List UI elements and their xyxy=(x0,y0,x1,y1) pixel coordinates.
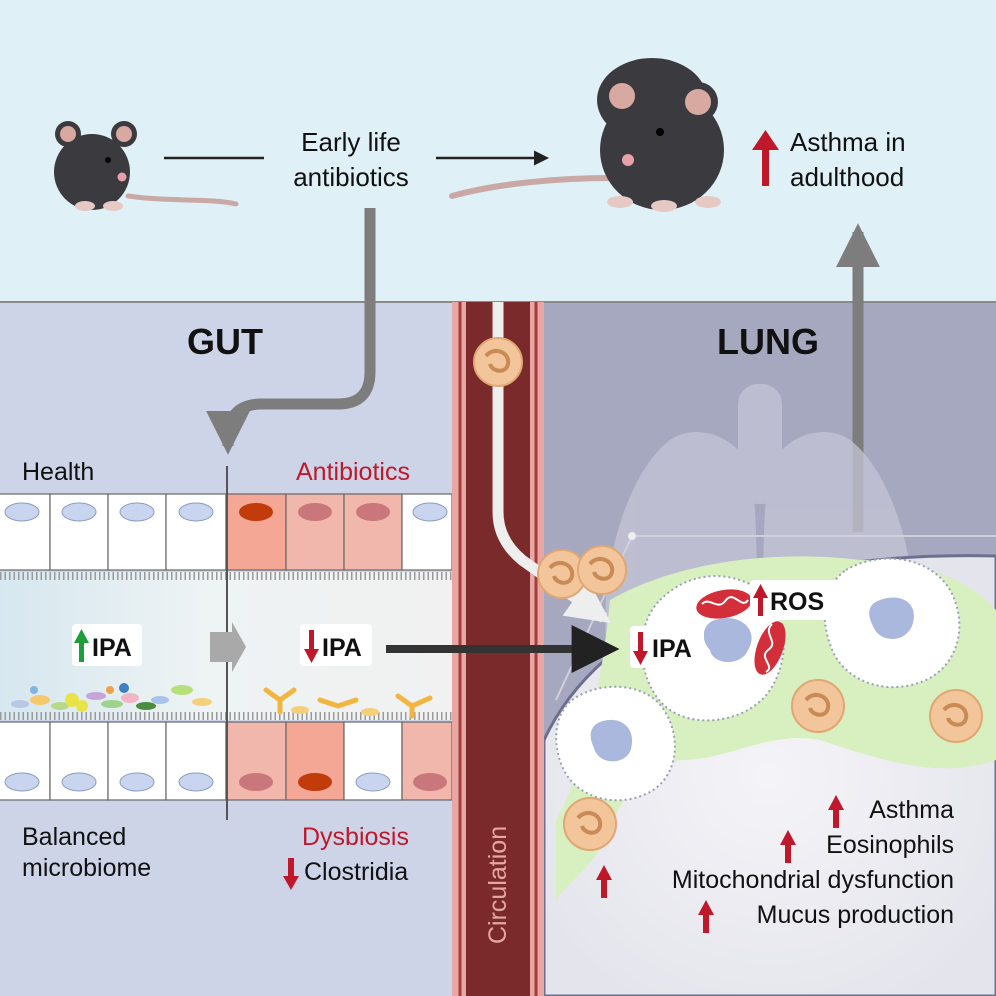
effect-increase-arrow-icon xyxy=(698,900,714,933)
balanced-line2: microbiome xyxy=(22,854,151,882)
eosinophil-cell-icon xyxy=(537,549,587,599)
ipa-antibiotics-label: IPA xyxy=(322,634,362,662)
effect-mitochondrial-dysfunction: Mitochondrial dysfunction xyxy=(672,866,954,894)
eosinophil-cell-icon xyxy=(791,679,845,733)
mitochondrion-icon xyxy=(696,589,752,619)
ipa-lung-decrease-arrow-icon xyxy=(633,632,648,665)
ipa-lung-label: IPA xyxy=(652,635,692,663)
dysbiosis-bacteria-icon xyxy=(263,687,433,719)
ipa-antibiotics-box xyxy=(300,624,372,666)
ros-box xyxy=(750,580,840,620)
macrophage-cell-icon xyxy=(555,685,676,802)
eosinophil-cell-icon xyxy=(473,337,523,387)
young-mouse-icon xyxy=(54,121,239,211)
ros-increase-arrow-icon xyxy=(753,584,768,616)
mitochondrion-icon xyxy=(754,621,786,675)
ipa-lung-box xyxy=(630,626,704,668)
ipa-flow-arrow-icon xyxy=(210,622,246,672)
macrophage-cell-icon xyxy=(640,575,785,722)
effect-increase-arrow-icon xyxy=(828,795,844,828)
eosinophil-migration-path xyxy=(492,302,612,624)
ipa-health-label: IPA xyxy=(92,634,132,662)
antibiotics-to-gut-arrow xyxy=(206,208,376,455)
circulation-label: Circulation xyxy=(484,826,512,944)
ros-label: ROS xyxy=(770,588,824,616)
adult-mouse-icon xyxy=(449,58,724,212)
ipa-decrease-arrow-icon xyxy=(304,630,319,663)
effect-eosinophils: Eosinophils xyxy=(826,831,954,859)
intervention-line1: Early life xyxy=(301,127,401,157)
outcome-line2: adulthood xyxy=(790,162,904,192)
balanced-microbiome-icon xyxy=(11,683,212,712)
clostridia-decrease-arrow-icon xyxy=(283,858,299,890)
antibiotics-label: Antibiotics xyxy=(296,458,410,486)
eosinophil-cell-icon xyxy=(563,797,617,851)
balanced-line1: Balanced xyxy=(22,823,126,851)
ipa-health-box xyxy=(72,624,142,666)
sky-panel xyxy=(0,0,996,302)
effect-mucus-production: Mucus production xyxy=(757,901,954,929)
eosinophil-cell-icon xyxy=(577,545,627,595)
intervention-line2: antibiotics xyxy=(293,162,409,192)
effect-increase-arrow-icon xyxy=(596,865,612,898)
effect-increase-arrow-icon xyxy=(780,830,796,863)
outcome-line1: Asthma in xyxy=(790,127,906,157)
clostridia-label: Clostridia xyxy=(304,858,408,886)
lung-title: LUNG xyxy=(717,321,819,362)
gut-title: GUT xyxy=(187,321,263,362)
dysbiosis-label: Dysbiosis xyxy=(302,823,409,851)
effect-asthma: Asthma xyxy=(869,796,954,824)
eosinophil-cell-icon xyxy=(929,689,983,743)
asthma-increase-arrow-icon xyxy=(752,130,779,186)
health-label: Health xyxy=(22,458,94,486)
ipa-increase-arrow-icon xyxy=(74,629,89,662)
macrophage-cell-icon xyxy=(823,557,961,689)
